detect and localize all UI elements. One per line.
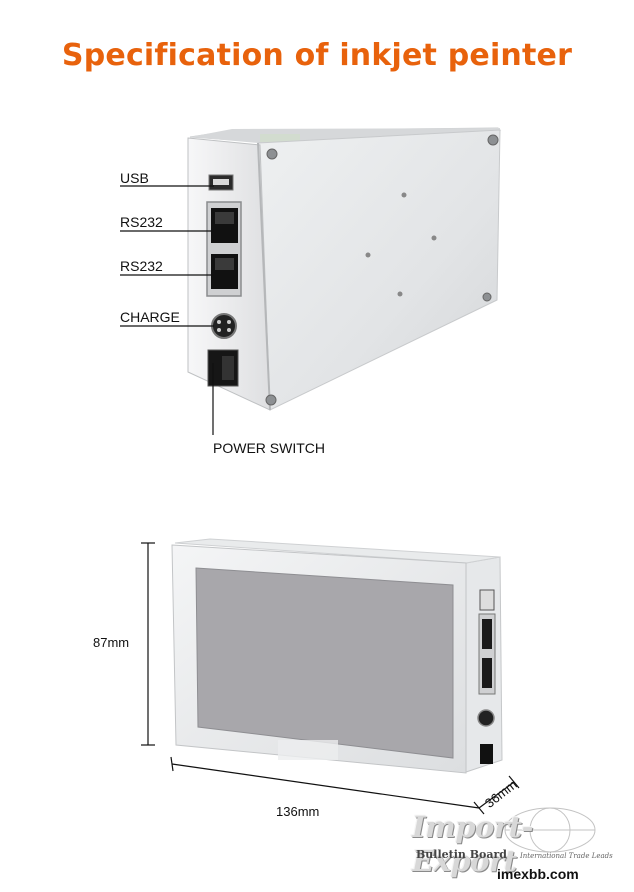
page-title: Specification of inkjet peinter xyxy=(61,38,573,73)
label-power-switch: POWER SWITCH xyxy=(213,440,325,456)
label-usb: USB xyxy=(120,170,149,186)
watermark-brand: Import-Export xyxy=(412,810,534,878)
dimension-width: 136mm xyxy=(276,804,320,819)
device-top-view xyxy=(120,127,502,435)
label-charge: CHARGE xyxy=(120,309,180,325)
label-rs232-2: RS232 xyxy=(120,258,163,274)
watermark-tagline: International Trade Leads xyxy=(520,852,613,860)
watermark-globe xyxy=(504,807,596,853)
dimension-height: 87mm xyxy=(93,635,130,650)
device-front-view xyxy=(141,538,520,815)
label-rs232-1: RS232 xyxy=(120,214,163,230)
watermark-sub: Bulletin Board xyxy=(416,848,507,861)
watermark-site: imexbb.com xyxy=(497,866,579,882)
